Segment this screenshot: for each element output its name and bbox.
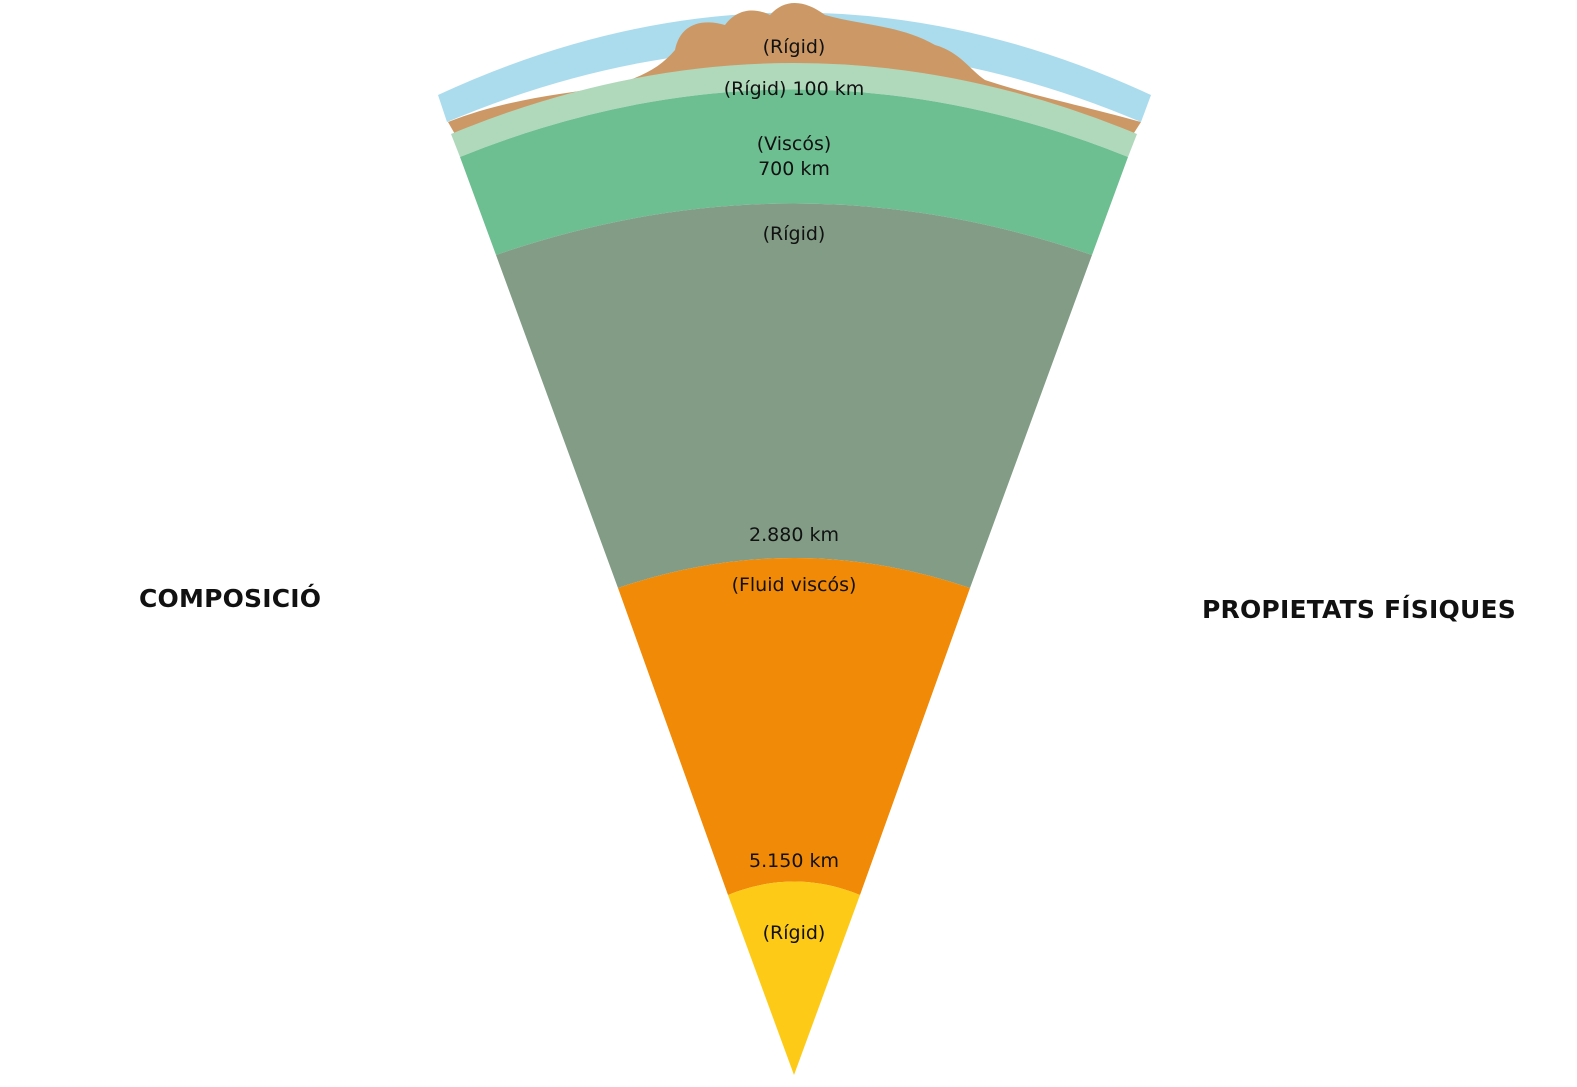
outer-core-state-label: (Fluid viscós) [732, 574, 857, 596]
asthenosphere-state-label: (Viscós) [757, 133, 832, 155]
layer-asthenosphere [460, 89, 1128, 255]
physical-properties-title: PROPIETATS FÍSIQUES [1202, 595, 1516, 624]
layer-outer-core [618, 558, 970, 895]
layer-crust [448, 2, 1141, 136]
layer-mesosphere [496, 203, 1092, 588]
asthenosphere-depth-label: 700 km [758, 158, 830, 180]
layer-inner-core [728, 881, 860, 1075]
mesosphere-state-label: (Rígid) [763, 223, 826, 245]
crust-state-label: (Rígid) [763, 36, 826, 58]
outer-core-depth-label: 5.150 km [749, 850, 839, 872]
mesosphere-depth-label: 2.880 km [749, 524, 839, 546]
inner-core-state-label: (Rígid) [763, 922, 826, 944]
layer-lithosphere-mantle [451, 63, 1137, 157]
composition-title: COMPOSICIÓ [139, 584, 322, 613]
lithosphere-depth-label: (Rígid) 100 km [724, 78, 865, 100]
layer-hydrosphere [438, 12, 1151, 122]
